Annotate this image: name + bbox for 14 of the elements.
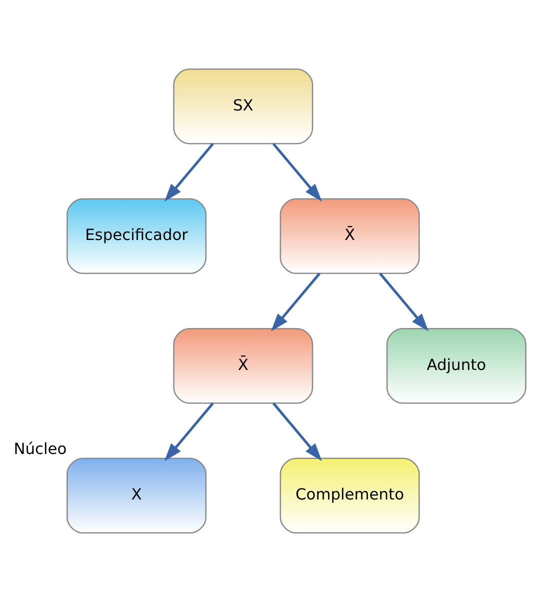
- arrow: [271, 272, 320, 331]
- node-box: Adjunto: [386, 327, 526, 404]
- node-box: X: [66, 457, 207, 533]
- node-box: X̄: [280, 198, 420, 274]
- node-label: Núcleo: [14, 439, 67, 458]
- node-box: X̄: [173, 327, 314, 404]
- arrow: [379, 272, 429, 331]
- arrow: [272, 142, 322, 202]
- node-box: Complemento: [280, 457, 420, 533]
- arrow: [272, 402, 322, 461]
- arrow: [164, 402, 214, 461]
- node-box: SX: [173, 68, 314, 144]
- node-box: Especificador: [66, 198, 207, 274]
- arrow: [164, 142, 214, 202]
